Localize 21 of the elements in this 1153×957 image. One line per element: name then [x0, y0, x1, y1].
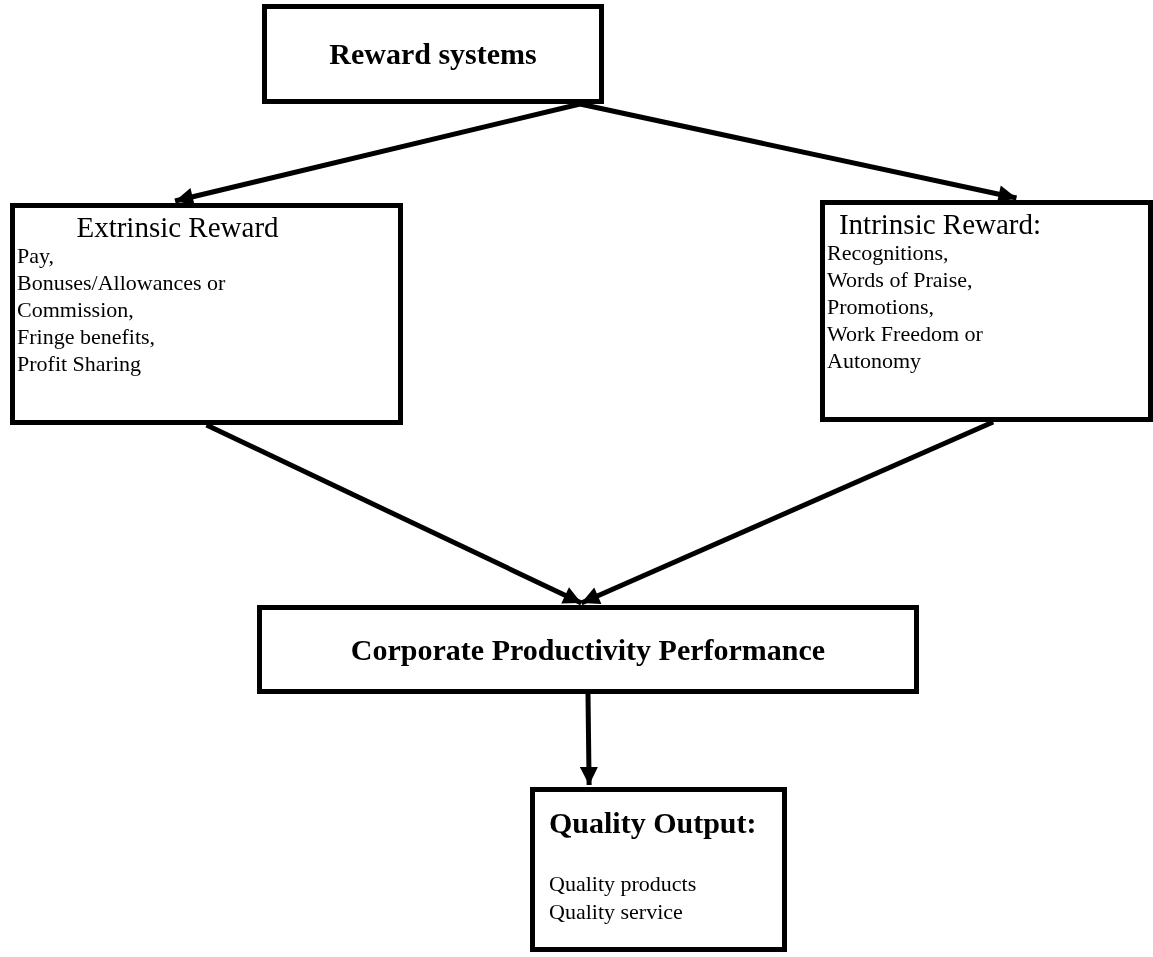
box-heading: Reward systems: [329, 37, 537, 71]
list-item: Quality products: [549, 870, 698, 898]
box-heading: Extrinsic Reward: [75, 212, 280, 242]
list-item: Pay,: [17, 242, 56, 269]
list-item: Recognitions,: [827, 239, 950, 266]
process-box: [257, 605, 919, 694]
box-heading: Intrinsic Reward:: [837, 209, 1043, 239]
list-item: Bonuses/Allowances or Commission,: [17, 269, 227, 323]
process-box: [262, 4, 604, 104]
process-box: [10, 203, 403, 425]
list-item: Words of Praise,: [827, 266, 974, 293]
arrow: [579, 693, 598, 786]
box-heading: Quality Output:: [549, 806, 758, 840]
process-box: [820, 200, 1153, 422]
list-item: Profit Sharing: [17, 350, 143, 377]
process-box: [530, 787, 787, 952]
list-item: Promotions,: [827, 293, 935, 320]
list-item: Fringe benefits,: [17, 323, 157, 350]
list-item: Work Freedom or Autonomy: [827, 320, 984, 374]
box-heading: Corporate Productivity Performance: [350, 632, 826, 667]
list-item: Quality service: [549, 898, 684, 926]
